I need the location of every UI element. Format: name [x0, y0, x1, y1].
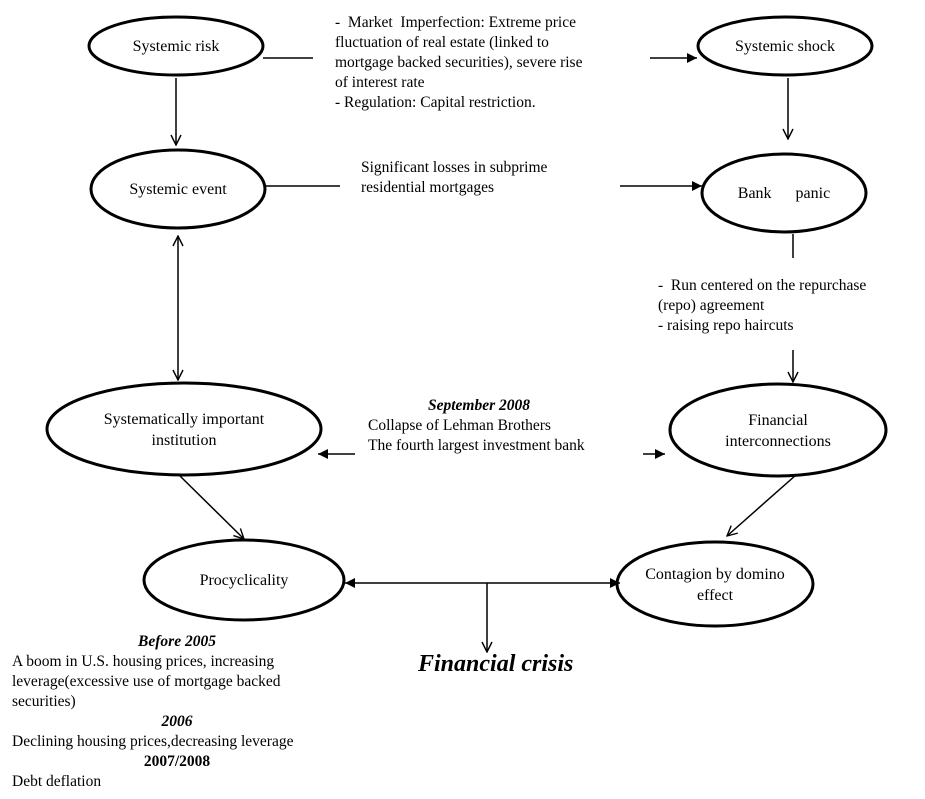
arrow-interconnections-to-contagion	[727, 474, 797, 536]
annotation-market-line: - Regulation: Capital restriction.	[335, 94, 536, 111]
timeline-2007-2008: 2007/2008	[143, 753, 211, 770]
annotation-losses-line: Significant losses in subprime	[361, 159, 548, 176]
node-bank-panic-label: Bank panic	[737, 185, 831, 202]
annotation-repo-line: - raising repo haircuts	[658, 317, 794, 334]
annotation-subprime-losses: Significant losses in subprime residenti…	[361, 158, 547, 198]
node-sys-important-label: Systematically important institution	[64, 409, 304, 451]
node-systemic-shock-label: Systemic shock	[735, 38, 835, 55]
node-financial-interconnections-line1: Financial	[748, 412, 808, 429]
annotation-repo-line: - Run centered on the repurchase	[658, 277, 867, 294]
node-financial-interconnections-line2: interconnections	[725, 433, 831, 450]
timeline-declining: Declining housing prices,decreasing leve…	[12, 733, 294, 750]
node-financial-interconnections-label: Financial interconnections	[688, 410, 868, 452]
annotation-lehman-line2: The fourth largest investment bank	[368, 437, 585, 454]
node-systemic-shock-shape	[696, 15, 874, 77]
annotation-market-line: of interest rate	[335, 74, 425, 91]
annotation-lehman: September 2008 Collapse of Lehman Brothe…	[368, 396, 585, 456]
node-systemic-risk-shape	[87, 15, 265, 77]
timeline-before-2005: Before 2005	[138, 633, 216, 650]
node-contagion-line2: effect	[696, 587, 734, 604]
annotation-market-imperfection: - Market Imperfection: Extreme price flu…	[335, 13, 582, 113]
annotation-market-line: fluctuation of real estate (linked to	[335, 34, 549, 51]
timeline-boom-line: securities)	[12, 693, 76, 710]
annotation-repo-line: (repo) agreement	[658, 297, 765, 314]
node-systemic-risk-label: Systemic risk	[132, 38, 220, 55]
node-sys-important-shape	[45, 381, 323, 477]
annotation-losses-line: residential mortgages	[361, 179, 494, 196]
annotation-market-line: mortgage backed securities), severe rise	[335, 54, 583, 71]
node-sys-important-line2: institution	[151, 432, 217, 449]
timeline-boom-line: leverage(excessive use of mortgage backe…	[12, 673, 281, 690]
node-sys-important-line1: Systematically important	[103, 411, 265, 428]
annotation-lehman-date: September 2008	[428, 397, 531, 414]
timeline-debt-deflation: Debt deflation	[12, 773, 102, 790]
financial-crisis-title: Financial crisis	[418, 651, 574, 677]
annotation-repo-run: - Run centered on the repurchase (repo) …	[658, 276, 866, 336]
annotation-lehman-line1: Collapse of Lehman Brothers	[368, 417, 551, 434]
node-bank-panic-shape	[700, 152, 868, 234]
node-contagion-label: Contagion by domino effect	[625, 564, 805, 606]
node-systemic-event-shape	[89, 148, 267, 230]
timeline-2006: 2006	[161, 713, 193, 730]
annotation-timeline: Before 2005 A boom in U.S. housing price…	[12, 632, 342, 792]
node-contagion-line1: Contagion by domino	[645, 566, 785, 583]
node-procyclicality-label: Procyclicality	[199, 572, 289, 589]
annotation-market-line: - Market Imperfection: Extreme price	[335, 14, 576, 31]
arrow-sysimportant-to-procyclicality	[179, 475, 244, 539]
node-systemic-event-label: Systemic event	[129, 181, 227, 198]
timeline-boom-line: A boom in U.S. housing prices, increasin…	[12, 653, 275, 670]
node-financial-interconnections-shape	[668, 382, 888, 478]
